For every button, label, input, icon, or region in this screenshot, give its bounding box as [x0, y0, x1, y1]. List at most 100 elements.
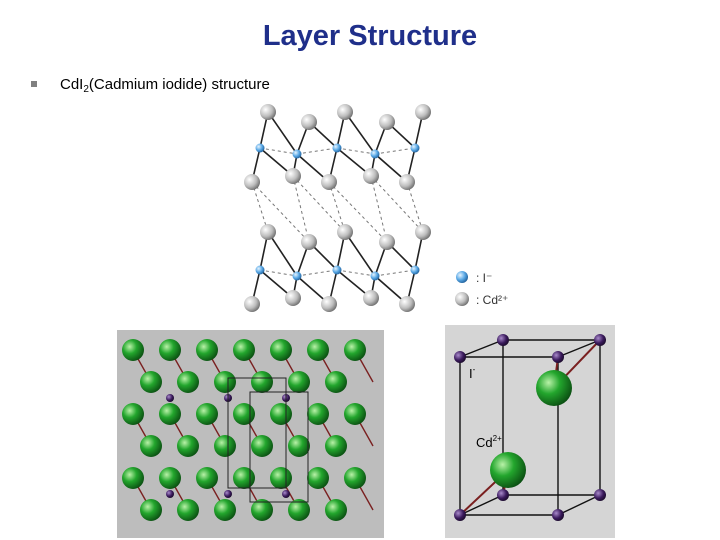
iodide-sphere	[159, 467, 181, 489]
iodide-sphere	[307, 467, 329, 489]
iodide-sphere	[140, 435, 162, 457]
cadmium-atom	[379, 234, 395, 250]
iodide-sphere	[454, 351, 466, 363]
iodide-atom	[293, 150, 302, 159]
iodide-sphere	[552, 509, 564, 521]
cadmium-atom	[379, 114, 395, 130]
interlayer-link	[371, 176, 423, 232]
iodide-sphere	[177, 499, 199, 521]
iodide-sphere	[454, 509, 466, 521]
iodide-atom	[411, 266, 420, 275]
cadmium-sphere	[490, 452, 526, 488]
cadmium-sphere	[166, 394, 174, 402]
dashed-link	[375, 148, 415, 154]
interlayer-link	[371, 176, 387, 242]
dashed-link	[375, 270, 415, 276]
iodide-sphere	[214, 499, 236, 521]
iodide-sphere	[251, 435, 273, 457]
iodide-atom	[333, 266, 342, 275]
iodide-atom	[411, 144, 420, 153]
iodide-sphere	[214, 371, 236, 393]
iodide-sphere	[307, 403, 329, 425]
iodide-sphere	[325, 435, 347, 457]
cadmium-atom	[260, 104, 276, 120]
cadmium-sphere	[282, 490, 290, 498]
layer-structure-diagram	[244, 104, 431, 312]
iodide-sphere	[288, 371, 310, 393]
cadmium-atom	[363, 290, 379, 306]
legend-iodide-label: : I⁻	[476, 271, 492, 285]
iodide-atom	[293, 272, 302, 281]
cadmium-atom	[363, 168, 379, 184]
interlayer-link	[293, 176, 309, 242]
iodide-sphere	[122, 339, 144, 361]
cadmium-sphere	[166, 490, 174, 498]
cadmium-atom	[321, 296, 337, 312]
anion-charge: -	[473, 365, 476, 374]
cadmium-atom	[415, 104, 431, 120]
iodide-sphere	[270, 467, 292, 489]
iodide-sphere	[196, 339, 218, 361]
cadmium-atom	[244, 174, 260, 190]
iodide-sphere	[214, 435, 236, 457]
iodide-sphere	[122, 403, 144, 425]
iodide-atom	[371, 150, 380, 159]
cation-charge: 2+	[493, 434, 502, 443]
iodide-sphere	[159, 339, 181, 361]
cadmium-atom	[337, 104, 353, 120]
packing-diagram	[117, 330, 384, 538]
legend: : I⁻ : Cd²⁺	[455, 271, 508, 307]
cadmium-atom	[301, 234, 317, 250]
iodide-sphere	[325, 499, 347, 521]
cadmium-atom	[301, 114, 317, 130]
unit-cell-diagram: I- Cd2+	[445, 325, 615, 538]
iodide-sphere	[122, 467, 144, 489]
interlayer-link	[293, 176, 345, 232]
cadmium-atom	[337, 224, 353, 240]
iodide-atom	[256, 266, 265, 275]
cadmium-atom	[399, 174, 415, 190]
cadmium-atom	[415, 224, 431, 240]
iodide-sphere	[233, 403, 255, 425]
iodide-sphere	[288, 435, 310, 457]
iodide-sphere	[140, 371, 162, 393]
iodide-sphere	[177, 371, 199, 393]
iodide-sphere	[344, 467, 366, 489]
iodide-sphere	[344, 339, 366, 361]
iodide-sphere	[233, 467, 255, 489]
iodide-sphere	[497, 489, 509, 501]
cation-symbol: Cd	[476, 435, 493, 450]
legend-cadmium-label: : Cd²⁺	[476, 293, 508, 307]
iodide-sphere	[196, 467, 218, 489]
iodide-sphere	[307, 339, 329, 361]
iodide-sphere	[177, 435, 199, 457]
cadmium-atom	[244, 296, 260, 312]
iodide-sphere	[270, 339, 292, 361]
iodide-atom	[371, 272, 380, 281]
legend-cadmium-swatch	[455, 292, 469, 306]
cadmium-atom	[321, 174, 337, 190]
iodide-sphere	[251, 371, 273, 393]
iodide-atom	[256, 144, 265, 153]
iodide-sphere	[140, 499, 162, 521]
iodide-sphere	[594, 489, 606, 501]
cadmium-sphere	[224, 490, 232, 498]
iodide-sphere	[270, 403, 292, 425]
cadmium-atom	[285, 168, 301, 184]
iodide-sphere	[497, 334, 509, 346]
dashed-link	[297, 270, 337, 276]
legend-iodide-swatch	[456, 271, 468, 283]
iodide-sphere	[552, 351, 564, 363]
cadmium-sphere	[536, 370, 572, 406]
iodide-sphere	[344, 403, 366, 425]
cadmium-atom	[260, 224, 276, 240]
iodide-atom	[333, 144, 342, 153]
iodide-sphere	[159, 403, 181, 425]
cadmium-atom	[285, 290, 301, 306]
iodide-sphere	[196, 403, 218, 425]
dashed-link	[297, 148, 337, 154]
iodide-sphere	[594, 334, 606, 346]
iodide-sphere	[325, 371, 347, 393]
iodide-sphere	[233, 339, 255, 361]
